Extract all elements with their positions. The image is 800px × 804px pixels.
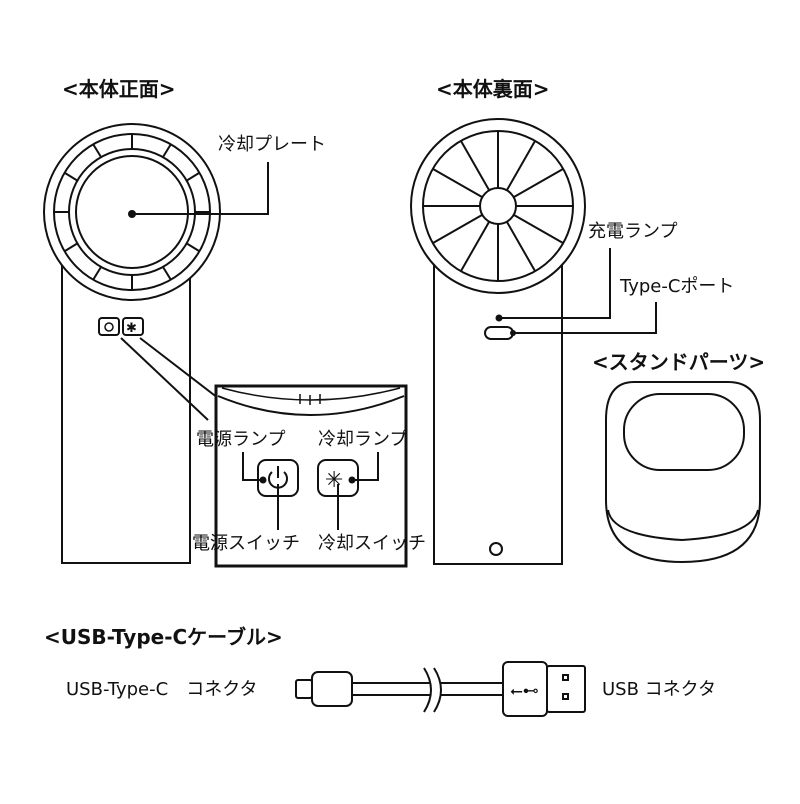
front-buttons: ✱ xyxy=(98,317,144,336)
snowflake-icon: ✳ xyxy=(325,468,343,493)
cooling-plate-leader xyxy=(132,162,269,215)
back-header: <本体裏面> xyxy=(436,77,550,101)
cooling-lamp-leader xyxy=(352,452,379,481)
front-header: <本体正面> xyxy=(62,77,176,101)
cooling-plate-label: 冷却プレート xyxy=(218,134,326,155)
front-power-button xyxy=(98,317,120,336)
front-cooling-button xyxy=(122,317,144,336)
back-fan-hub xyxy=(479,187,517,225)
back-handle xyxy=(433,249,563,565)
stand-part xyxy=(605,381,761,564)
zoom-line-1 xyxy=(120,337,209,421)
port-leader xyxy=(513,302,657,334)
usb-icon: ⭠⊷ xyxy=(510,681,539,700)
power-lamp-leader xyxy=(242,452,263,481)
svg-text:✱: ✱ xyxy=(126,321,137,336)
back-fan-spokes xyxy=(423,131,573,281)
front-body xyxy=(43,123,221,564)
type-c-port xyxy=(484,326,514,340)
type-c-plug-body xyxy=(311,671,353,707)
stand-header: <スタンドパーツ> xyxy=(592,350,765,374)
charge-lamp-leader xyxy=(499,248,611,319)
zoom-line-2 xyxy=(139,337,219,399)
back-bottom-hole xyxy=(489,542,503,556)
back-body xyxy=(410,118,586,565)
power-lamp-label: 電源ランプ xyxy=(196,429,285,450)
cable-header: <USB-Type-Cケーブル> xyxy=(44,625,283,649)
cooling-lamp-label: 冷却ランプ xyxy=(318,429,407,450)
power-switch-label: 電源スイッチ xyxy=(192,533,300,554)
cooling-switch-label: 冷却スイッチ xyxy=(318,533,426,554)
usb-plug-tip xyxy=(546,665,586,713)
type-c-connector-label: USB-Type-C コネクタ xyxy=(66,679,257,700)
zoom-box: 電源ランプ 冷却ランプ ✳ 電源スイッチ 冷却スイッチ xyxy=(192,384,426,568)
type-c-port-label: Type-Cポート xyxy=(619,276,734,297)
usb-cable xyxy=(295,661,586,717)
charge-lamp-label: 充電ランプ xyxy=(588,221,677,242)
type-c-plug-tip xyxy=(295,679,313,699)
usb-connector-label: USB コネクタ xyxy=(602,679,716,700)
front-fan-blades xyxy=(54,134,210,290)
